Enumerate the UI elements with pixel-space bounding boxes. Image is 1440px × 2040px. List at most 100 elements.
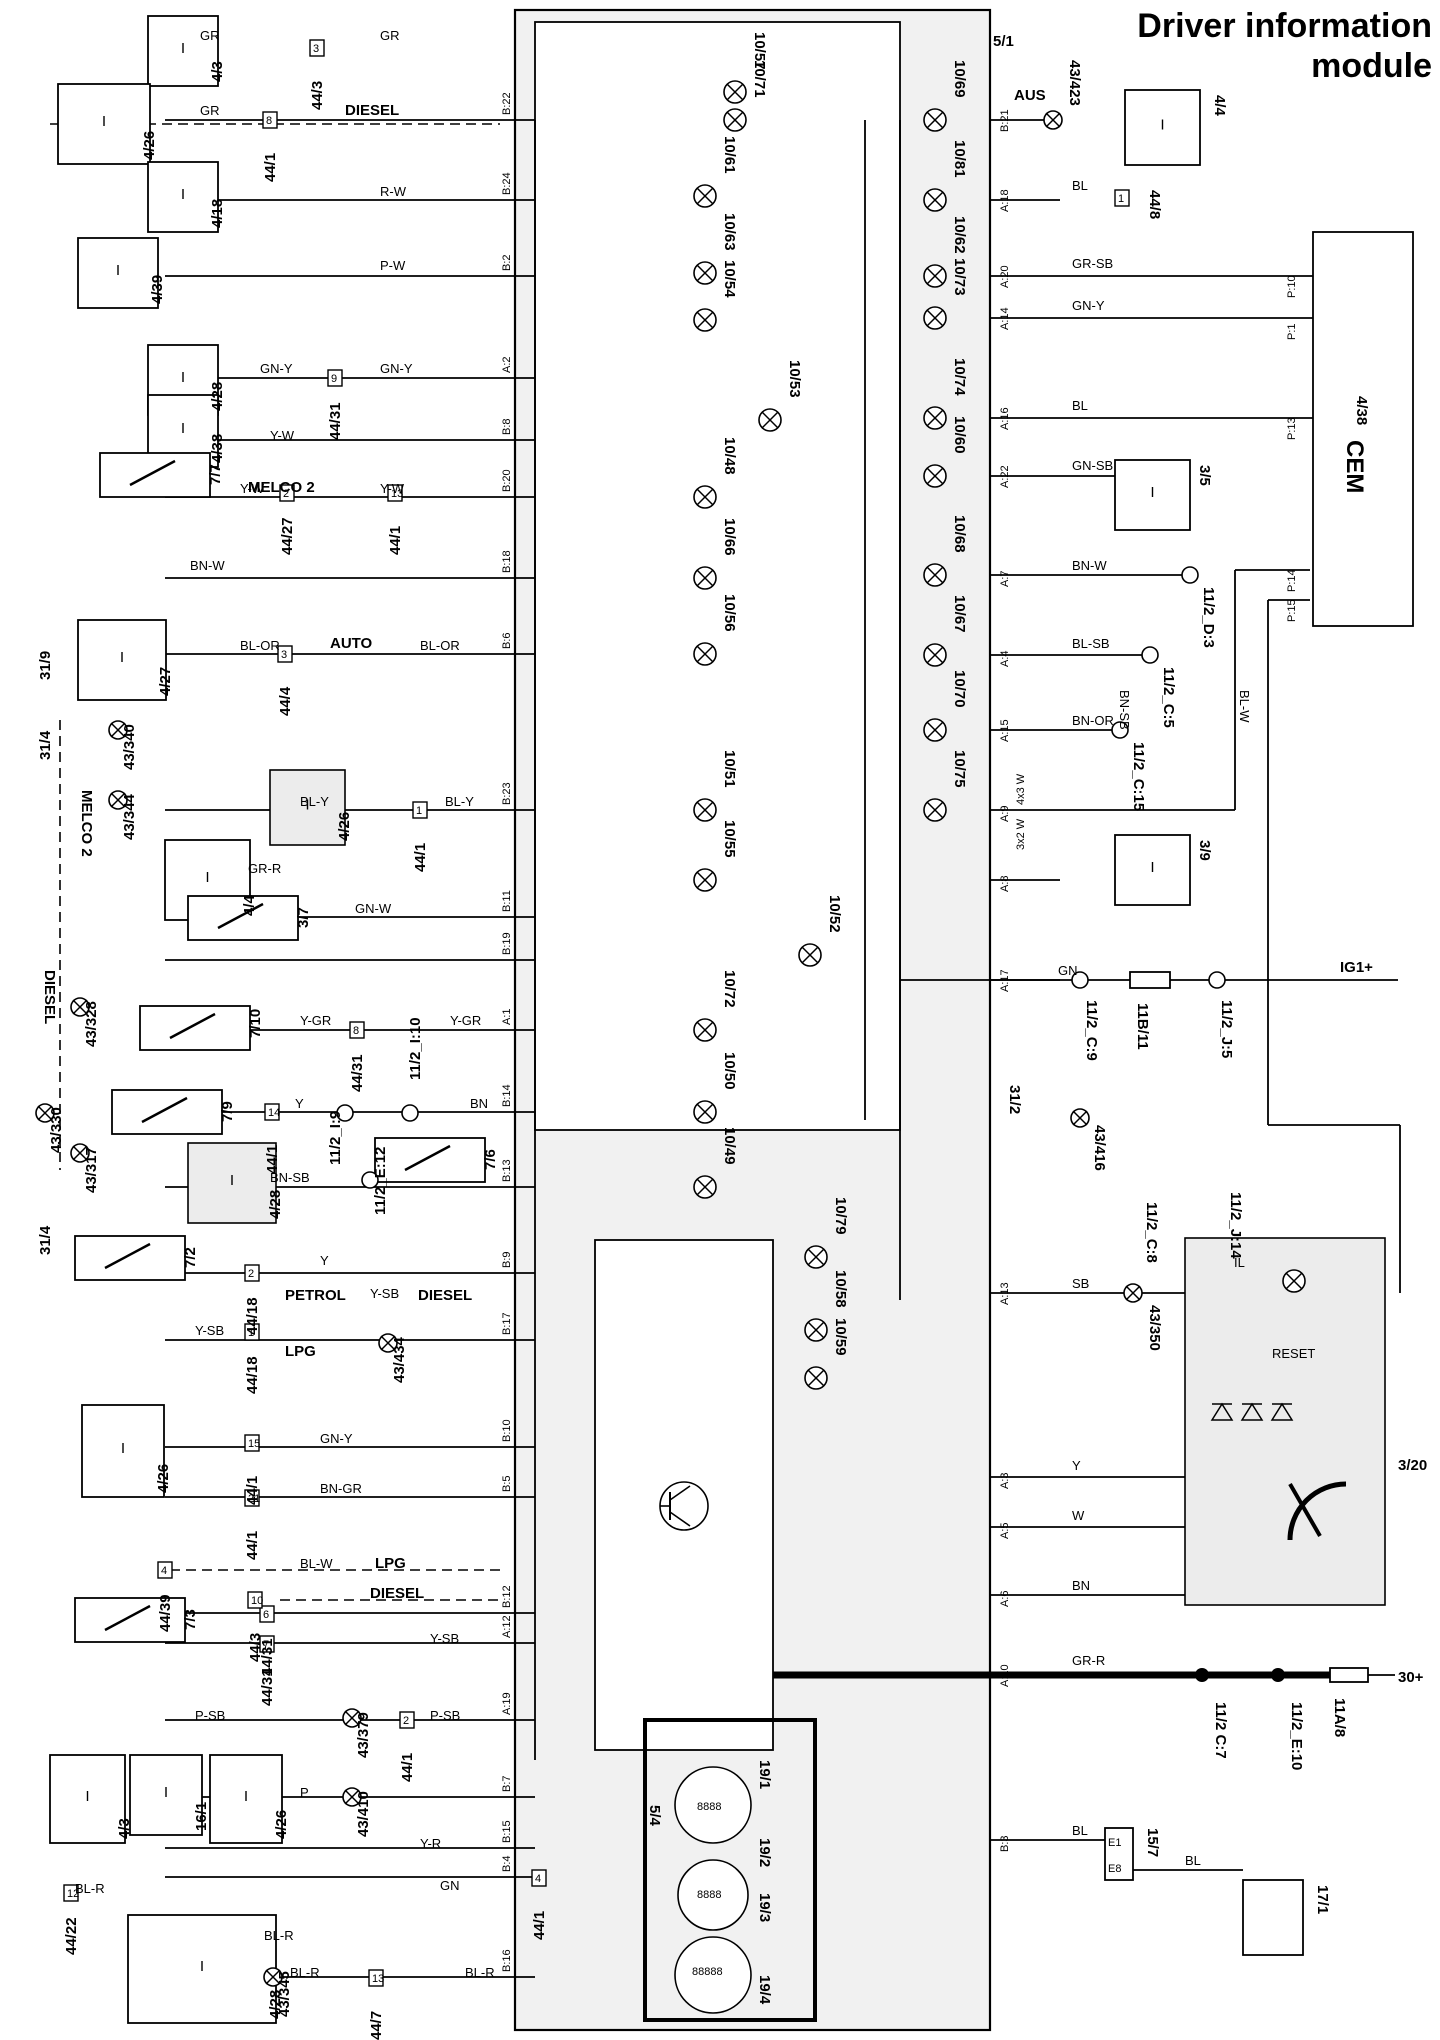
left-lamp-label-15: 10/79 [832,1197,849,1235]
right-pin-label-1: A:18 [999,189,1011,212]
left-splice-label-5: 43/434 [391,1336,408,1383]
left-splice-label-2: 43/328 [83,1001,100,1047]
left-component-label-13: 4/26 [273,1810,290,1839]
left-connector-label-20: 44/3 [247,1633,264,1662]
left-splice-7-b [344,1789,360,1805]
left-connector-2 [327,369,343,387]
left-lamp-11-cross-b [801,946,819,964]
ground-31-9-label: 31/9 [37,651,54,680]
left-component-label-11: 4/3 [116,1818,133,1839]
left-connector-0 [309,39,325,57]
right-component-label-8: 11A/8 [1331,1698,1348,1737]
right-pin-label-15: A:6 [999,1590,1011,1607]
left-connector-label-4: 44/1 [387,526,404,555]
left-connector-label-15: 44/1 [399,1753,416,1782]
left-connector-17 [368,1969,384,1987]
lamp-layer [693,80,947,1390]
left-connector-label-8: 44/1 [264,1145,281,1174]
left-component-label-9: 4/28 [267,1190,284,1219]
switch-label-6: 7/3 [182,1609,199,1630]
aus-label: AUS [1014,87,1046,104]
left-connector-15-number: 2 [403,1715,409,1727]
node-11-2-i10 [401,1104,419,1122]
left-connector-label-3: 44/27 [279,517,296,555]
right-splice-43-350-b [1125,1285,1141,1301]
left-lamp-9-cross-b [696,801,714,819]
left-lamp-label-10: 10/55 [721,820,738,858]
right-lamp-3 [923,306,947,330]
left-pin-label-10: B:19 [501,932,513,955]
left-connector-label-14: 44/31 [259,1668,276,1706]
left-connector-9 [244,1264,260,1282]
right-pin-label-3: A:14 [999,307,1011,330]
right-pin-label-8: A:15 [999,719,1011,742]
left-splice-6-b [344,1710,360,1726]
right-node-label-2: 11/2_C:15 [1130,742,1147,811]
right-wire-color-5: BN-W [1072,558,1107,573]
right-lamp-5-cross-b [926,467,944,485]
left-connector-17-number: 13 [372,1973,384,1985]
switch-label-5: 7/2 [182,1247,199,1268]
left-pin-label-6: B:18 [501,550,513,573]
right-wire-color-13: GR-R [1072,1653,1105,1668]
gauge-19-4-readout: 88888 [692,1966,723,1978]
left-connector-label-16: 44/1 [531,1911,548,1940]
left-wire-color-2: GR [200,103,220,118]
left-component-label-1: 4/26 [141,131,158,160]
left-connector-label-2: 44/31 [327,402,344,440]
left-pin-label-14: B:9 [501,1251,513,1268]
left-connector-13-number: 6 [263,1609,269,1621]
left-wire-color-26: BN-GR [320,1481,362,1496]
left-lamp-label-14: 10/49 [721,1127,738,1165]
left-wire-color-14: BL-Y [445,794,474,809]
left-splice-3-b [37,1105,53,1121]
left-lamp-11 [798,943,822,967]
module-ref-label: 5/1 [993,33,1014,50]
left-wire-color-32: Y-R [420,1836,441,1851]
variant-label-2: MELCO 2 [248,479,315,496]
left-lamp-16-cross-b [807,1321,825,1339]
left-lamp-5-cross-b [761,411,779,429]
left-lamp-6 [693,485,717,509]
left-lamp-10-cross-b [696,871,714,889]
left-pin-label-12: B:14 [501,1084,513,1107]
left-connector-12 [244,1489,260,1507]
right-connector-44-8 [1114,189,1130,207]
node-11-2-e12 [361,1171,379,1189]
left-splice-label-1: 43/344 [121,793,138,840]
splice-node-e10 [1271,1668,1285,1682]
left-pin-label-13: B:13 [501,1159,513,1182]
right-lamp-label-8: 10/70 [951,670,968,708]
right-wire-color-3: BL [1072,398,1088,413]
left-wire-color-25: GN-Y [320,1431,353,1446]
gauge-19-3-dial [677,1859,749,1931]
right-lamp-4 [923,406,947,430]
right-splice-43-416-b [1072,1110,1088,1126]
left-connector-5 [277,645,293,663]
variant-label-9: DIESEL [370,1585,424,1602]
right-pin-label-14: A:5 [999,1522,1011,1539]
left-lamp-8-cross-b [696,645,714,663]
left-lamp-label-11: 10/52 [826,895,843,933]
left-lamp-0 [723,80,747,104]
left-component-0 [147,15,219,87]
left-pin-label-1: B:24 [501,172,513,195]
left-pin-label-21: B:7 [501,1775,513,1792]
right-lamp-0 [923,108,947,132]
gauge-label-2: 19/3 [756,1893,773,1922]
illumination-lamp-icon [1282,1269,1306,1293]
cem-label: CEM [1341,440,1368,493]
right-wire-color-7: BN-OR [1072,713,1114,728]
right-pin-label-11: A:17 [999,969,1011,992]
left-lamp-label-9: 10/51 [721,750,738,788]
left-wire-color-21: Y [295,1096,304,1111]
left-lamp-4-cross-b [696,311,714,329]
right-wire-color-9: SB [1072,1276,1089,1291]
right-component-label-11: 43/350 [1146,1305,1163,1351]
left-connector-4-number: 13 [391,488,403,500]
right-wire-color-10: Y [1072,1458,1081,1473]
left-component-label-10: 4/26 [155,1464,172,1493]
left-pin-label-3: A:2 [501,356,513,373]
left-lamp-13 [693,1100,717,1124]
